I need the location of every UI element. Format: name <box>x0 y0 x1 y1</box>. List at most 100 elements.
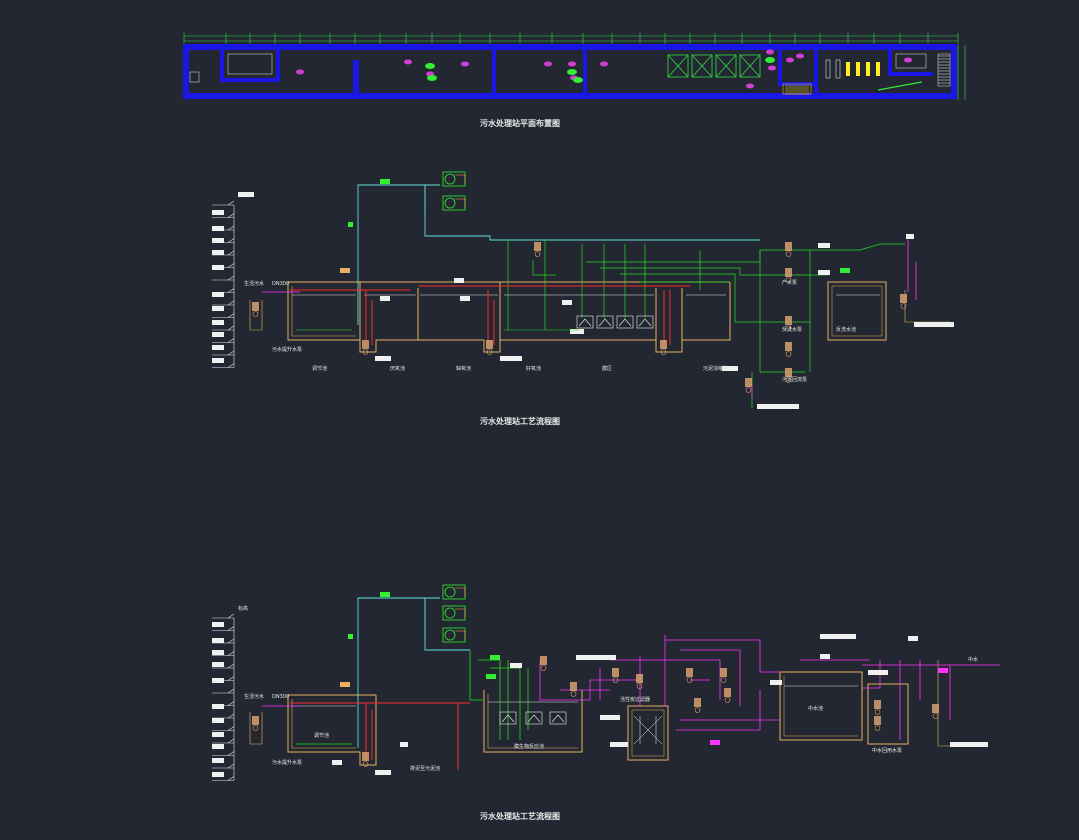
tag-box <box>212 265 224 270</box>
flow1-pumps <box>252 242 907 393</box>
tag-box <box>212 345 224 350</box>
flow2-aeration-pipes <box>357 597 470 748</box>
flow2-tank1-label: 调节池 <box>314 733 330 739</box>
plan-inner-outlines <box>189 53 951 95</box>
tag-box <box>460 296 470 301</box>
flow2-inlet-code: DN300 <box>272 694 290 700</box>
pump-unit <box>534 242 541 257</box>
plan-equipment-marker <box>461 61 469 67</box>
tag-box <box>908 636 918 641</box>
membrane-module <box>596 315 614 329</box>
pump-unit <box>362 340 369 355</box>
flow1-tank1-label: 调节池 <box>312 366 328 372</box>
tag-box <box>212 332 224 337</box>
plan-equipment-marker <box>768 65 776 71</box>
tag-box <box>212 704 224 709</box>
tag-box <box>380 296 390 301</box>
tag-box <box>380 179 390 184</box>
flow2-process-pipes <box>296 650 529 745</box>
tag-box <box>820 654 830 659</box>
plan-pump-marker <box>427 75 437 81</box>
tag-box <box>212 358 224 363</box>
plan-dosing-marker <box>876 62 880 76</box>
tag-box <box>770 680 782 685</box>
pump-unit <box>745 378 752 393</box>
flow1-aeration-pipes <box>357 184 760 325</box>
flow1-elevation-scale <box>212 200 235 368</box>
flow1-membrane-modules <box>576 315 654 329</box>
tag-box <box>914 322 954 327</box>
tag-box <box>868 670 888 675</box>
plan-tank-marker <box>825 59 831 79</box>
flow2-reuse-label: 中水回用水泵 <box>872 748 903 754</box>
tag-box <box>212 718 224 723</box>
tag-box <box>722 366 738 371</box>
pump-unit <box>932 704 939 719</box>
plan-tank-marker <box>835 59 841 79</box>
tag-box <box>212 662 224 667</box>
flow1-tank2-label: 厌氧池 <box>390 366 406 372</box>
blower-unit <box>442 171 466 187</box>
tag-box <box>212 758 224 763</box>
flow1-blowers <box>442 171 466 211</box>
flow1-grid-label: 污水提升水泵 <box>272 347 303 353</box>
flow2-inlet-label: 生活污水 <box>244 694 265 700</box>
pump-unit <box>724 688 731 703</box>
tag-box <box>212 320 224 325</box>
plan-filter-units <box>667 54 761 78</box>
plan-equipment-marker <box>404 59 412 65</box>
membrane-module <box>499 711 517 725</box>
tag-box <box>212 650 224 655</box>
tag-box <box>212 622 224 627</box>
flow1-tags <box>212 179 954 409</box>
plan-equipment-marker <box>904 57 912 63</box>
tag-box <box>375 770 391 775</box>
tag-box <box>212 638 224 643</box>
plan-dimension-lines <box>183 33 966 100</box>
flow1-tank6-label: 污泥浓缩池 <box>703 366 729 372</box>
plan-title: 污水处理站平面布置图 <box>480 119 560 128</box>
tag-box <box>500 356 522 361</box>
plan-pump-marker <box>567 69 577 75</box>
flow1-process-pipes <box>507 240 905 408</box>
pump-unit <box>486 340 493 355</box>
flow2-clear-label: 中水池 <box>808 706 824 712</box>
membrane-module <box>576 315 594 329</box>
membrane-module <box>525 711 543 725</box>
plan-pump-marker <box>573 77 583 83</box>
flow1-inlet-code: DN300 <box>272 281 290 287</box>
flow2-diagram <box>212 584 1000 781</box>
plan-pump-marker <box>425 63 435 69</box>
pump-unit <box>252 302 259 317</box>
pump-unit <box>785 342 792 357</box>
plan-equipment-marker <box>568 61 576 67</box>
tag-box <box>938 668 948 673</box>
plan-equipment-marker <box>296 69 304 75</box>
blower-unit <box>442 195 466 211</box>
flow2-title: 污水处理站工艺流程图 <box>480 812 560 821</box>
pump-unit <box>785 242 792 257</box>
tag-box <box>212 744 224 749</box>
tag-box <box>562 300 572 305</box>
flow1-sludge-pipes <box>290 285 690 345</box>
pump-unit <box>900 294 907 309</box>
blower-unit <box>442 605 466 621</box>
tag-box <box>212 772 224 777</box>
flow2-water-pipes <box>262 635 1000 740</box>
tag-box <box>375 356 391 361</box>
pump-unit <box>874 716 881 731</box>
pump-unit <box>785 368 792 383</box>
blower-unit <box>442 584 466 600</box>
plan-dosing-marker <box>856 62 860 76</box>
flow2-filter-label: 活性炭过滤器 <box>620 697 651 703</box>
plan-dosing-marker <box>866 62 870 76</box>
flow1-tank3-label: 缺氧池 <box>456 366 472 372</box>
flow2-scale-label: 标高 <box>238 606 249 612</box>
tag-box <box>332 760 342 765</box>
flow2-pump-label: 中水 <box>968 657 979 663</box>
flow1-pump-b-label: 反洗水泵 <box>782 327 803 333</box>
tag-box <box>820 634 856 639</box>
membrane-module <box>616 315 634 329</box>
tag-box <box>570 329 584 334</box>
tag-box <box>212 250 224 255</box>
